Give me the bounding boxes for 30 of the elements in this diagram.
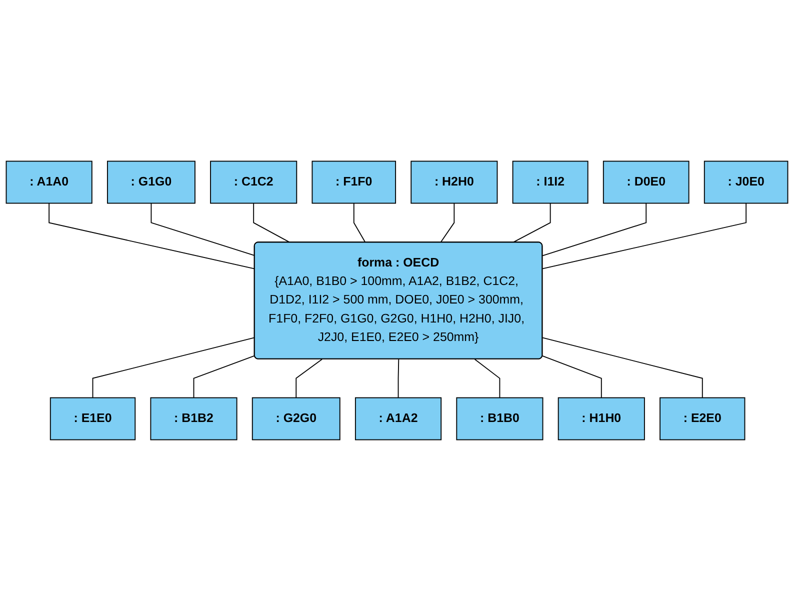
connector <box>542 202 747 270</box>
connector <box>474 358 500 398</box>
connector <box>48 202 256 270</box>
connector <box>440 202 455 243</box>
node-box: : H2H0 <box>410 160 498 204</box>
connector <box>193 355 256 398</box>
node-box: : G2G0 <box>252 397 340 440</box>
node-box: : B1B0 <box>456 397 544 440</box>
node-box: : D0E0 <box>602 160 690 204</box>
node-box: : A1A0 <box>6 160 92 204</box>
node-box: : B1B2 <box>150 397 238 440</box>
node-box: : H1H0 <box>558 397 645 440</box>
node-box: : E2E0 <box>660 397 746 440</box>
connector <box>296 358 323 398</box>
connector <box>150 202 256 256</box>
connector <box>398 358 400 398</box>
connector <box>542 202 647 256</box>
connector <box>512 202 551 243</box>
connector <box>542 337 703 398</box>
node-box: : C1C2 <box>210 160 298 204</box>
connector <box>253 202 291 243</box>
node-box: : I1I2 <box>512 160 588 204</box>
node-box: : G1G0 <box>107 160 196 204</box>
node-box: : A1A2 <box>354 397 442 440</box>
connector <box>353 202 366 243</box>
node-box: : E1E0 <box>50 397 136 440</box>
node-box: : J0E0 <box>704 160 788 204</box>
connector <box>542 356 602 398</box>
connector <box>92 337 256 398</box>
node-box: : F1F0 <box>312 160 396 204</box>
